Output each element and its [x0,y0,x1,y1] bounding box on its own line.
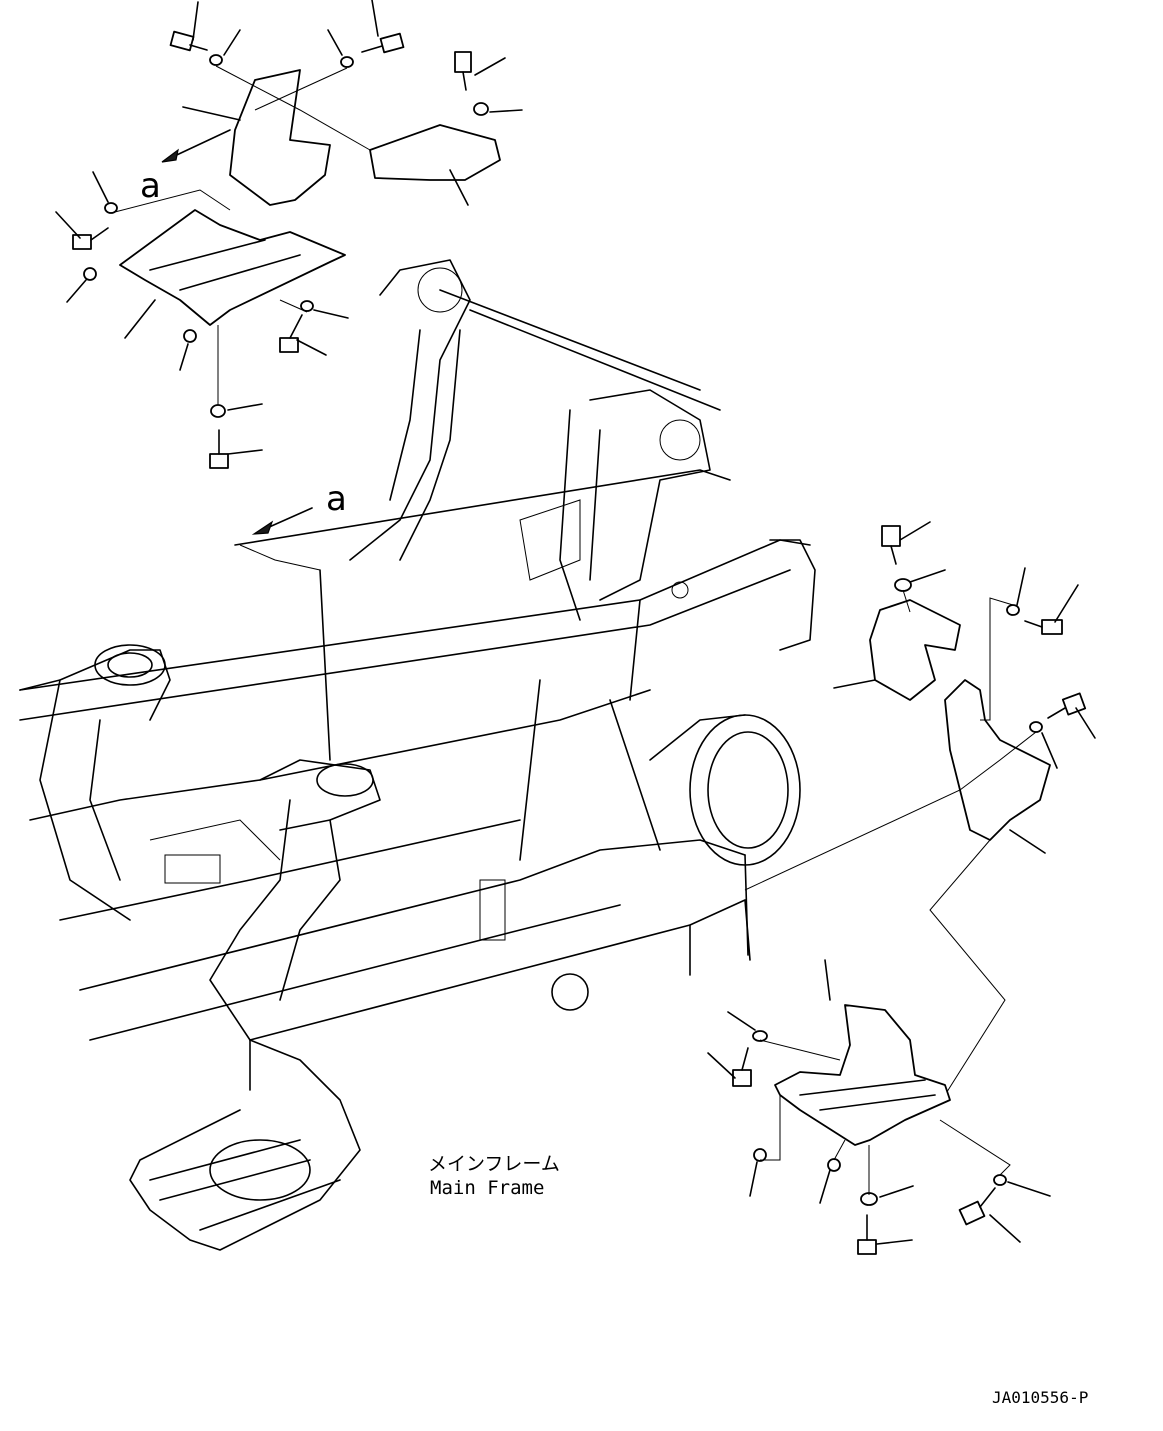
washer [473,102,489,116]
nut [183,329,197,343]
washer [894,578,912,592]
main-frame [19,259,816,1251]
top-left-bracket-assembly [55,0,523,469]
bottom-right-bracket-assembly [707,959,1051,1255]
bolt [72,227,109,250]
main-frame-label-jp: メインフレーム [428,1153,560,1175]
nut [753,1148,767,1162]
bolt [881,525,901,565]
mounting-bracket-lower [774,1004,951,1146]
washer [340,56,354,68]
bolt [1024,619,1063,635]
bolt [1047,692,1087,719]
washer [752,1030,768,1042]
washer [300,300,314,312]
nut [83,267,97,281]
nut [827,1158,841,1172]
bolt [454,51,472,91]
main-frame-label-en: Main Frame [430,1177,544,1199]
washer [1006,604,1020,616]
drawing-number: JA010556-P [992,1388,1088,1407]
right-bracket-assembly [744,521,1096,1096]
mounting-bracket-upper [119,209,346,326]
cover-plate-right-lower [944,679,1051,841]
view-label-a-top: a [140,166,161,206]
bolt [958,1187,996,1226]
cover-plate-right-upper [869,599,961,701]
bolt [209,429,229,469]
view-arrow-a [239,507,321,571]
washer [209,54,223,66]
bolt [857,1214,877,1255]
bolt [732,1047,752,1087]
cover-plate-upper-right [369,124,501,181]
washer [1029,721,1043,733]
bolt [361,32,405,54]
washer [210,404,226,418]
bolt [169,30,208,52]
view-label-a-frame: a [326,479,347,519]
bolt [279,314,303,353]
cover-plate-upper-left [229,69,331,206]
washer [993,1174,1007,1186]
